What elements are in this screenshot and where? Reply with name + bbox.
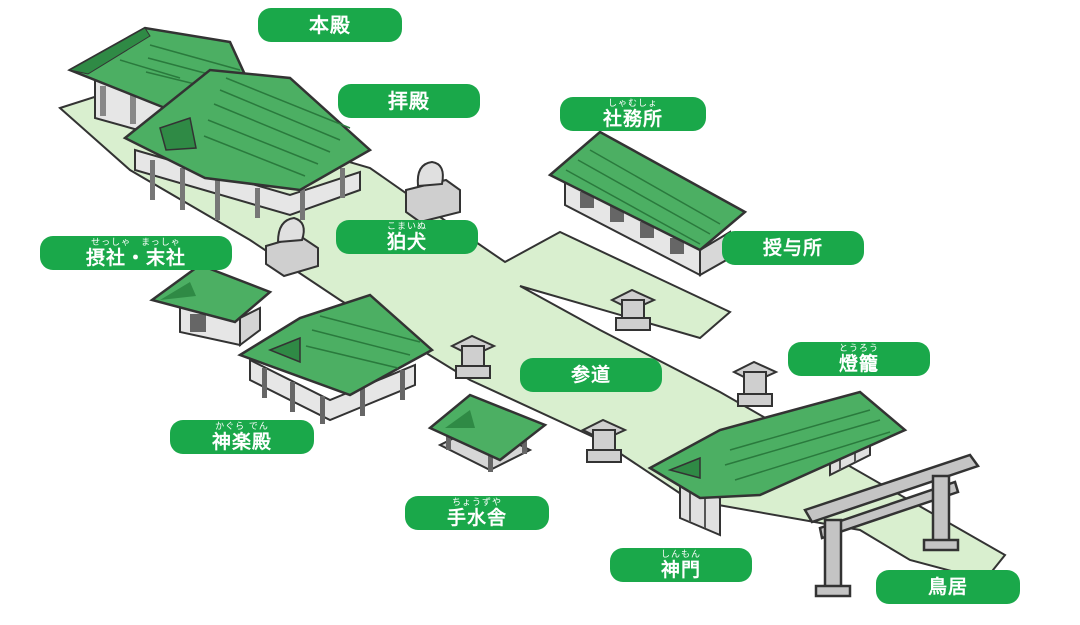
label-temizuya-ruby: ちょうずや (451, 498, 502, 508)
sessha-shrine-icon (149, 263, 273, 347)
label-sando-text: 参道 (570, 364, 611, 386)
torii-gate-icon (803, 453, 981, 598)
label-shinmon-ruby: しんもん (660, 550, 701, 560)
label-sessha-massha: せっしゃ まっしゃ 摂社・末社 (40, 236, 232, 270)
label-haiden-text: 拝殿 (388, 89, 430, 113)
label-shamusho-ruby: しゃむしょ (607, 99, 658, 109)
shinmon-gate-icon (647, 390, 908, 537)
label-shamusho-text: 社務所 (602, 108, 663, 130)
kaguraden-building-icon (237, 293, 435, 424)
label-sando: 参道 (520, 358, 662, 392)
label-shinmon: しんもん 神門 (610, 548, 752, 582)
label-komainu: こまいぬ 狛犬 (336, 220, 478, 254)
label-shamusho: しゃむしょ 社務所 (560, 97, 706, 131)
label-shinmon-text: 神門 (660, 559, 701, 581)
label-juyosho-text: 授与所 (762, 237, 823, 259)
temizuya-pavilion-icon (427, 393, 548, 472)
label-honden-text: 本殿 (309, 13, 351, 37)
label-kaguraden-ruby: かぐら でん (215, 422, 269, 432)
label-kaguraden-text: 神楽殿 (211, 431, 272, 453)
label-sessha-massha-ruby: せっしゃ まっしゃ (91, 238, 181, 248)
label-honden: 本殿 (258, 8, 402, 42)
label-temizuya: ちょうずや 手水舎 (405, 496, 549, 530)
label-toro-text: 燈籠 (838, 353, 879, 375)
label-torii-text: 鳥居 (927, 576, 968, 598)
label-temizuya-text: 手水舎 (446, 507, 507, 529)
label-toro-ruby: とうろう (838, 344, 879, 354)
stone-lantern-icon (449, 288, 779, 463)
haiden-building-icon (122, 68, 373, 220)
label-toro: とうろう 燈籠 (788, 342, 930, 376)
label-komainu-ruby: こまいぬ (386, 222, 427, 232)
komainu-statue-icon (265, 160, 461, 278)
label-sessha-massha-text: 摂社・末社 (85, 247, 186, 269)
shamusho-building-icon (547, 130, 748, 277)
label-juyosho: 授与所 (722, 231, 864, 265)
label-haiden: 拝殿 (338, 84, 480, 118)
label-kaguraden: かぐら でん 神楽殿 (170, 420, 314, 454)
label-komainu-text: 狛犬 (386, 231, 427, 253)
label-torii: 鳥居 (876, 570, 1020, 604)
